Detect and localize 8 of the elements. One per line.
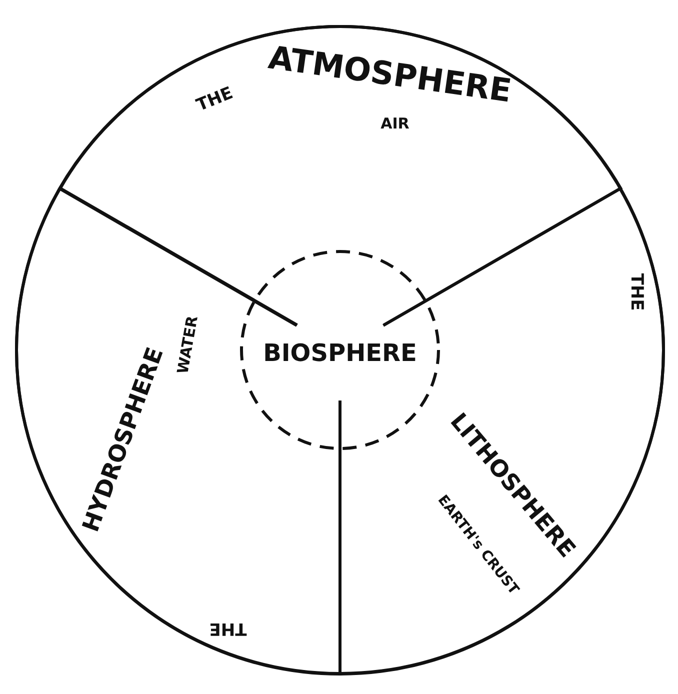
sphere-title: BIOSPHERE bbox=[263, 341, 417, 365]
article-label: THE bbox=[194, 85, 236, 115]
subtitle-label: AIR bbox=[380, 116, 410, 132]
article-label: THE bbox=[209, 620, 247, 636]
subtitle-label: WATER bbox=[176, 314, 200, 376]
article-label: THE bbox=[628, 273, 644, 311]
globe-circle bbox=[15, 25, 665, 675]
inner-circle bbox=[240, 250, 440, 450]
